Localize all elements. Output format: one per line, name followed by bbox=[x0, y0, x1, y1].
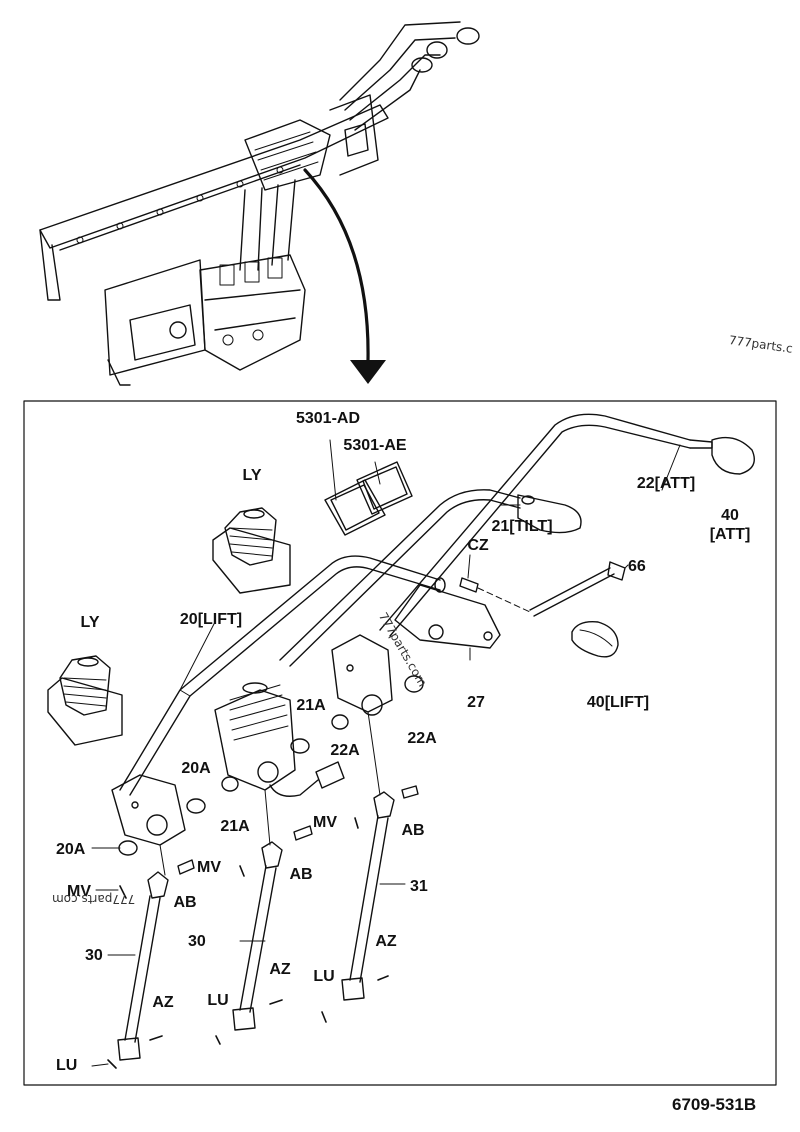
label-lu-right: LU bbox=[313, 968, 335, 985]
label-21a-lower: 21A bbox=[220, 818, 250, 835]
label-20a-left: 20A bbox=[56, 841, 86, 858]
label-30-mid: 30 bbox=[188, 933, 206, 950]
label-ab-mid: AB bbox=[289, 866, 313, 883]
label-20a-upper: 20A bbox=[181, 760, 211, 777]
label-22a-left: 22A bbox=[330, 742, 360, 759]
label-31: 31 bbox=[410, 878, 428, 895]
label-ab-left: AB bbox=[173, 894, 197, 911]
diagram-reference: 6709-531B bbox=[672, 1095, 757, 1114]
label-az-left: AZ bbox=[152, 994, 174, 1011]
plate-27 bbox=[394, 584, 501, 649]
label-40-lift: 40[LIFT] bbox=[586, 694, 650, 711]
fasteners bbox=[107, 817, 389, 1069]
rod-30-mid bbox=[232, 841, 283, 1031]
label-mv-right: MV bbox=[313, 814, 337, 831]
label-22-att: 22[ATT] bbox=[636, 475, 696, 492]
label-5301-ad: 5301-AD bbox=[295, 410, 361, 427]
label-21-tilt: 21[TILT] bbox=[491, 518, 553, 535]
label-cz: CZ bbox=[467, 537, 489, 554]
label-ab-right: AB bbox=[401, 822, 425, 839]
knob-40-lift bbox=[571, 621, 619, 658]
bolt-66 bbox=[529, 561, 626, 617]
label-66: 66 bbox=[628, 558, 646, 575]
bolt-cz bbox=[459, 577, 531, 613]
lever-20-lift bbox=[119, 555, 446, 796]
leader-lines bbox=[91, 444, 681, 1067]
label-40-att-number: 40 bbox=[721, 507, 739, 524]
boot-top bbox=[212, 507, 291, 594]
label-40-att-tag: [ATT] bbox=[709, 526, 751, 543]
rod-30-left bbox=[117, 871, 169, 1061]
label-lu-left: LU bbox=[56, 1057, 78, 1074]
pivot-bracket-right bbox=[331, 634, 393, 796]
label-az-mid: AZ bbox=[269, 961, 291, 978]
label-27: 27 bbox=[467, 694, 485, 711]
lever-22-att bbox=[379, 413, 755, 637]
cable-connector bbox=[269, 761, 345, 797]
screws-ab bbox=[177, 785, 419, 875]
label-21a-upper: 21A bbox=[296, 697, 326, 714]
watermark-left: 777parts.com bbox=[52, 892, 136, 906]
label-lu-mid: LU bbox=[207, 992, 229, 1009]
rod-31 bbox=[341, 791, 395, 1001]
label-ly-top: LY bbox=[242, 467, 262, 484]
label-20-lift: 20[LIFT] bbox=[179, 611, 243, 628]
label-30-left: 30 bbox=[85, 947, 103, 964]
label-ly-left: LY bbox=[80, 614, 100, 631]
pivot-bracket-mid bbox=[214, 682, 296, 846]
label-22a-right: 22A bbox=[407, 730, 437, 747]
bushings bbox=[118, 675, 424, 856]
seal-rings bbox=[324, 439, 413, 536]
label-5301-ae: 5301-AE bbox=[343, 437, 407, 454]
overview-assembly bbox=[39, 21, 480, 386]
pivot-bracket-left bbox=[111, 774, 186, 876]
label-mv-mid: MV bbox=[197, 859, 221, 876]
lever-21-tilt bbox=[279, 489, 582, 667]
label-mv-left: MV bbox=[67, 883, 91, 900]
boot-left bbox=[47, 655, 123, 746]
label-az-right: AZ bbox=[375, 933, 397, 950]
